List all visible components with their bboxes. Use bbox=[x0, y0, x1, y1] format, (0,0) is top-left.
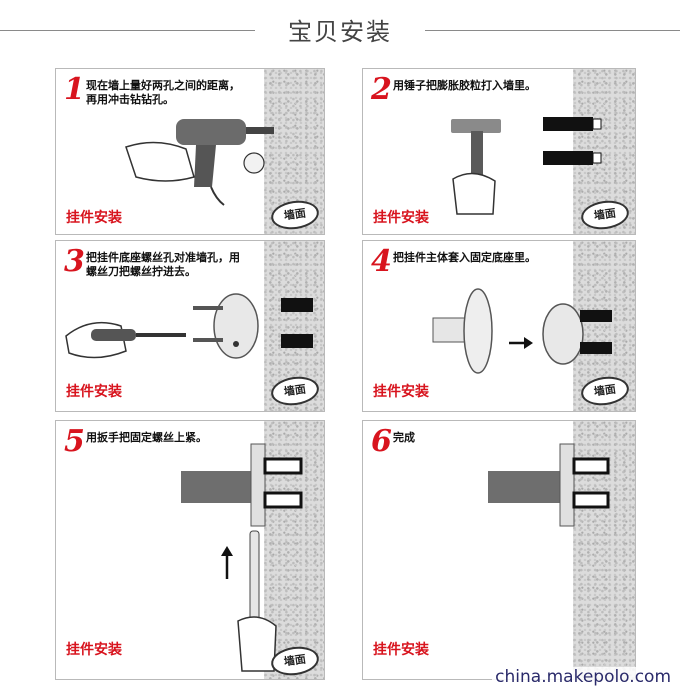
step-panel-1: 1 现在墙上量好两孔之间的距离， 再用冲击钻钻孔。 挂件安装 墙面 bbox=[55, 68, 325, 235]
finished-fixture bbox=[488, 443, 610, 527]
step-panel-6: 6 完成 挂件安装 bbox=[362, 420, 636, 680]
step-text: 把挂件底座螺丝孔对准墙孔，用 螺丝刀把螺丝拧进去。 bbox=[86, 251, 240, 278]
mount-label: 挂件安装 bbox=[66, 384, 122, 400]
arrow-right-icon bbox=[509, 337, 533, 349]
step-panel-2: 2 用锤子把膨胀胶粒打入墙里。 挂件安装 墙面 bbox=[362, 68, 636, 235]
mount-label: 挂件安装 bbox=[66, 210, 122, 226]
step-text: 用扳手把固定螺丝上紧。 bbox=[86, 431, 207, 444]
hammer-icon bbox=[451, 119, 501, 215]
mount-body bbox=[432, 288, 493, 374]
anchor-plugs bbox=[543, 117, 602, 165]
mount-label: 挂件安装 bbox=[66, 642, 122, 658]
mount-label: 挂件安装 bbox=[373, 210, 429, 226]
step-number: 4 bbox=[371, 244, 392, 279]
step-panel-3: 3 把挂件底座螺丝孔对准墙孔，用 螺丝刀把螺丝拧进去。 挂件安装 墙面 bbox=[55, 240, 325, 412]
step-panel-4: 4 把挂件主体套入固定底座里。 挂件安装 墙面 bbox=[362, 240, 636, 412]
watermark: china.makepolo.com bbox=[492, 667, 674, 687]
mount-base bbox=[193, 293, 313, 359]
step-text: 用锤子把膨胀胶粒打入墙里。 bbox=[393, 79, 536, 92]
header-line-right bbox=[425, 30, 680, 31]
page-title: 宝贝安装 bbox=[288, 18, 392, 46]
step-text: 完成 bbox=[393, 431, 415, 444]
mount-label: 挂件安装 bbox=[373, 642, 429, 658]
arrow-up-icon bbox=[221, 546, 233, 579]
step-number: 5 bbox=[64, 424, 85, 459]
step-number: 6 bbox=[371, 424, 392, 459]
step-text: 现在墙上量好两孔之间的距离， 再用冲击钻钻孔。 bbox=[86, 79, 240, 106]
mount-label: 挂件安装 bbox=[373, 384, 429, 400]
step-number: 1 bbox=[64, 72, 85, 107]
header-line-left bbox=[0, 30, 255, 31]
screwdriver-icon bbox=[65, 321, 186, 359]
step-number: 3 bbox=[64, 244, 85, 279]
step-number: 2 bbox=[371, 72, 392, 107]
mounted-base bbox=[542, 303, 612, 365]
step-text: 把挂件主体套入固定底座里。 bbox=[393, 251, 536, 264]
drill-icon bbox=[125, 119, 274, 206]
step-panel-5: 5 用扳手把固定螺丝上紧。 挂件安装 墙面 bbox=[55, 420, 325, 680]
installed-fixture bbox=[181, 443, 303, 527]
